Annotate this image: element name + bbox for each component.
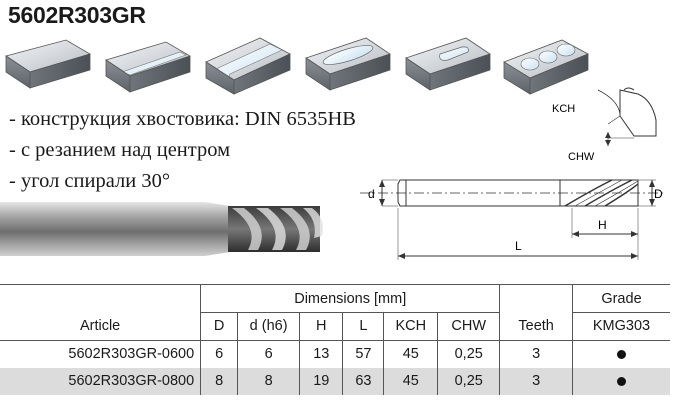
bullet-icon	[616, 349, 626, 359]
grade-header: Grade	[571, 284, 670, 313]
closed-pocket-icon	[405, 37, 491, 91]
col-L: L	[342, 312, 384, 341]
cell-d: 8	[237, 367, 300, 395]
feature-center-cutting: - с резанием над центром	[9, 139, 231, 161]
teeth-header: Teeth	[499, 312, 573, 341]
table-row: 5602R303GR-0600 6 6 13 57 45 0,25 3	[0, 340, 670, 368]
article-cell: 5602R303GR-0800	[0, 367, 201, 395]
label-H: H	[598, 218, 607, 232]
feature-list: - конструкция хвостовика: DIN 6535HB - с…	[9, 104, 356, 197]
machining-operations-icons	[5, 37, 589, 95]
cell-H: 19	[299, 367, 343, 395]
cell-L: 57	[342, 340, 384, 368]
cell-d: 6	[237, 340, 300, 368]
slot-milling-icon	[105, 41, 191, 93]
col-H: H	[299, 312, 343, 341]
label-D: D	[654, 187, 663, 201]
cell-CHW: 0,25	[437, 367, 500, 395]
end-mill-photo	[0, 202, 323, 256]
bullet-icon	[616, 376, 626, 386]
end-mill-dimension-drawing: d D H L	[360, 179, 666, 260]
grade-name: KMG303	[571, 312, 670, 341]
col-KCH: KCH	[383, 312, 438, 341]
pocket-milling-icon	[305, 37, 391, 91]
plunge-milling-icon	[503, 39, 589, 95]
product-title: 5602R303GR	[8, 2, 146, 28]
grade-available-marker	[571, 367, 670, 395]
cell-D: 8	[200, 367, 238, 395]
cell-KCH: 45	[383, 367, 438, 395]
groove-milling-icon	[205, 37, 291, 95]
cell-KCH: 45	[383, 340, 438, 368]
table-row: 5602R303GR-0800 8 8 19 63 45 0,25 3	[0, 367, 670, 395]
cell-CHW: 0,25	[437, 340, 500, 368]
cell-L: 63	[342, 367, 384, 395]
grade-available-marker	[571, 340, 670, 368]
specification-table: Dimensions [mm] Grade Article D d (h6) H…	[0, 284, 670, 395]
corner-chamfer-detail: KCH CHW	[552, 87, 657, 163]
col-D: D	[200, 312, 238, 341]
label-L: L	[515, 239, 522, 253]
feature-shank: - конструкция хвостовика: DIN 6535HB	[9, 108, 356, 130]
face-milling-icon	[5, 39, 91, 89]
article-header: Article	[0, 312, 201, 341]
label-kch: KCH	[552, 103, 575, 115]
dimensions-header: Dimensions [mm]	[200, 284, 500, 313]
feature-helix-angle: - угол спирали 30°	[9, 170, 171, 192]
col-CHW: CHW	[437, 312, 500, 341]
cell-H: 13	[299, 340, 343, 368]
cell-teeth: 3	[499, 367, 573, 395]
cell-D: 6	[200, 340, 238, 368]
cell-teeth: 3	[499, 340, 573, 368]
col-d-h6: d (h6)	[237, 312, 300, 341]
label-d: d	[368, 187, 375, 201]
label-chw: CHW	[568, 151, 595, 163]
article-cell: 5602R303GR-0600	[68, 346, 195, 362]
